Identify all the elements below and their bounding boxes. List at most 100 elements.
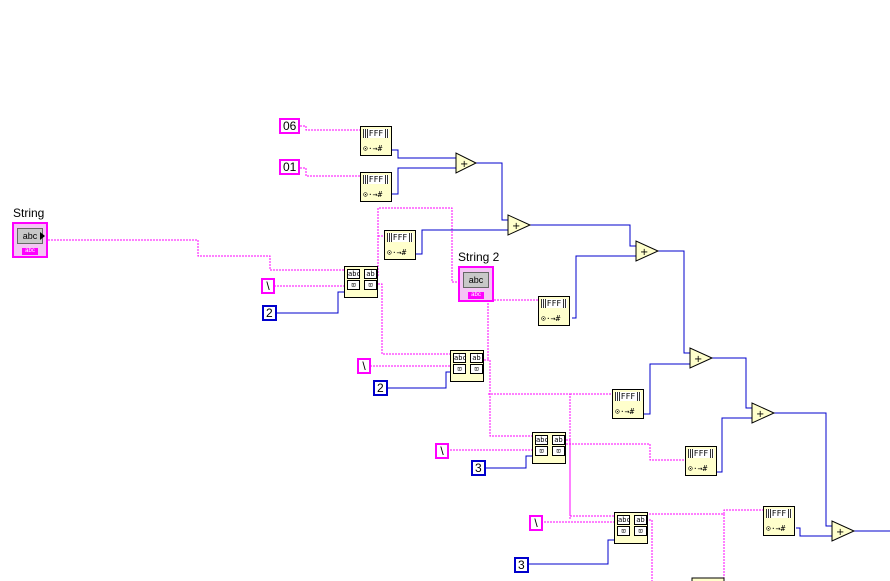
add-node-2-glyph: + xyxy=(512,221,520,232)
split-node-terminal: ⊡ xyxy=(453,364,466,374)
string2-control[interactable]: abc abc xyxy=(458,266,494,302)
format-node-header: FFF xyxy=(363,129,389,138)
split-node-terminal: ⊡ xyxy=(364,280,377,290)
output-terminal-icon xyxy=(40,232,45,240)
wire-split1-loop xyxy=(378,283,452,355)
wire-plus4-plus5 xyxy=(712,357,752,409)
add-node-5 xyxy=(751,402,776,424)
add-node-3-glyph: + xyxy=(640,247,648,258)
split-node-input-cell: abc xyxy=(453,353,467,363)
format-node-terminals: ⊙·→# xyxy=(363,144,383,153)
format-node-4[interactable]: FFF ⊙·→# xyxy=(538,296,570,326)
wire-fmt2-plus xyxy=(392,167,456,195)
format-node-5[interactable]: FFF ⊙·→# xyxy=(612,389,644,419)
split-node-terminal: ⊡ xyxy=(347,280,360,290)
wire-split1-out xyxy=(377,207,460,283)
wire-fmt3-plus2 xyxy=(416,229,508,255)
split-node-terminal: ⊡ xyxy=(535,446,548,456)
wire-fmt7-plus6 xyxy=(796,527,832,537)
string-constant-separator-2[interactable]: \ xyxy=(357,358,371,374)
format-node-header: FFF xyxy=(363,175,389,184)
split-node-4[interactable]: abc ab ⊡ ⊡ xyxy=(614,512,648,544)
add-node-3 xyxy=(635,240,660,262)
wire-split4-out xyxy=(646,519,653,581)
string2-type-tag: abc xyxy=(468,292,484,299)
string-constant-separator-4[interactable]: \ xyxy=(529,515,543,531)
format-node-header: FFF xyxy=(766,509,792,518)
numeric-constant-2a[interactable]: 2 xyxy=(262,305,277,321)
split-node-2[interactable]: abc ab ⊡ ⊡ xyxy=(450,350,484,382)
format-node-terminals: ⊙·→# xyxy=(688,464,708,473)
wire-fmt5-plus4 xyxy=(644,363,690,415)
split-node-1[interactable]: abc ab ⊡ ⊡ xyxy=(344,266,378,298)
numeric-constant-3b[interactable]: 3 xyxy=(514,557,529,573)
string2-control-label: String 2 xyxy=(458,250,500,264)
wire-01 xyxy=(300,167,360,177)
add-node-6 xyxy=(831,520,856,542)
split-node-output-cell: ab xyxy=(634,515,647,525)
split-node-output-cell: ab xyxy=(470,353,483,363)
string-control-label: String xyxy=(13,206,45,220)
wire-plus2-plus3 xyxy=(530,224,636,247)
string-constant-separator-3[interactable]: \ xyxy=(435,443,449,459)
format-node-header: FFF xyxy=(387,233,413,242)
format-node-6[interactable]: FFF ⊙·→# xyxy=(685,446,717,476)
add-node-1 xyxy=(455,152,478,174)
format-node-terminals: ⊙·→# xyxy=(363,190,383,199)
wire-fmt4-plus3 xyxy=(572,255,636,319)
format-node-header: FFF xyxy=(615,392,641,401)
wire-split2-out xyxy=(484,359,532,437)
string-constant-separator-1[interactable]: \ xyxy=(261,278,275,294)
wire-06 xyxy=(300,125,360,131)
wire-split3-out xyxy=(566,443,686,461)
add-node-5-glyph: + xyxy=(756,409,764,420)
wire-plus3-plus4 xyxy=(658,250,690,354)
wire-string-main xyxy=(48,239,344,271)
add-node-4-glyph: + xyxy=(694,354,702,365)
split-node-terminal: ⊡ xyxy=(634,526,647,536)
split-node-input-cell: abc xyxy=(347,269,361,279)
wire-fmt1-plus xyxy=(392,149,456,159)
format-node-terminals: ⊙·→# xyxy=(541,314,561,323)
wire-fmt6-plus5 xyxy=(716,417,752,473)
wire-n-3a xyxy=(484,455,532,469)
add-node-4 xyxy=(689,347,714,369)
add-node-1-glyph: + xyxy=(460,159,468,170)
format-node-terminals: ⊙·→# xyxy=(387,248,407,257)
string2-control-display: abc xyxy=(463,272,489,288)
wire-n-3b xyxy=(528,539,614,565)
wire-plus5-plus6 xyxy=(774,412,832,527)
wire-plus1-plus2 xyxy=(476,162,508,221)
format-node-7[interactable]: FFF ⊙·→# xyxy=(763,506,795,536)
split-node-3[interactable]: abc ab ⊡ ⊡ xyxy=(532,432,566,464)
wire-split4-fmt xyxy=(646,509,764,515)
add-node-2 xyxy=(507,214,532,236)
string-constant-06[interactable]: 06 xyxy=(279,118,301,134)
add-node-6-glyph: + xyxy=(836,527,844,538)
format-node-1[interactable]: FFF ⊙·→# xyxy=(360,126,392,156)
format-node-terminals: ⊙·→# xyxy=(615,407,635,416)
numeric-constant-3a[interactable]: 3 xyxy=(471,460,486,476)
format-node-3[interactable]: FFF ⊙·→# xyxy=(384,230,416,260)
numeric-constant-2b[interactable]: 2 xyxy=(373,380,388,396)
split-node-input-cell: abc xyxy=(617,515,631,525)
format-node-2[interactable]: FFF ⊙·→# xyxy=(360,172,392,202)
string-control[interactable]: abc abc xyxy=(12,222,48,258)
format-node-terminals: ⊙·→# xyxy=(766,524,786,533)
split-node-terminal: ⊡ xyxy=(552,446,565,456)
wire-n-2a xyxy=(276,291,344,314)
split-node-terminal: ⊡ xyxy=(617,526,630,536)
format-node-header: FFF xyxy=(541,299,567,308)
split-node-output-cell: ab xyxy=(364,269,377,279)
string-constant-01[interactable]: 01 xyxy=(279,159,301,175)
wire-n-2b xyxy=(386,371,452,389)
split-node-output-cell: ab xyxy=(552,435,565,445)
partial-node xyxy=(691,577,725,581)
wire-split3-down xyxy=(566,439,571,520)
string-control-display: abc xyxy=(17,228,43,244)
format-node-header: FFF xyxy=(688,449,714,458)
string-type-tag: abc xyxy=(22,248,38,255)
split-node-input-cell: abc xyxy=(535,435,549,445)
split-node-terminal: ⊡ xyxy=(470,364,483,374)
